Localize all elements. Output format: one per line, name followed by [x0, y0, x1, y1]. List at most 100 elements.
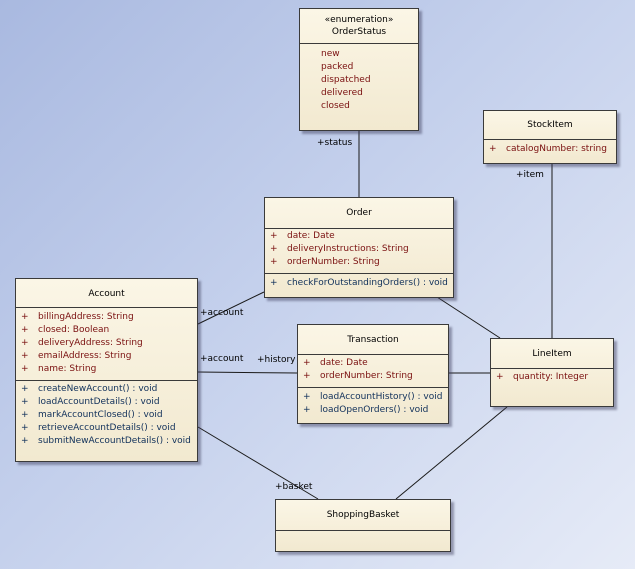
role-label-basket: +basket — [275, 482, 313, 492]
class-name: Transaction — [347, 335, 399, 345]
visibility-marker: + — [21, 436, 29, 446]
role-label-account-transaction: +account — [200, 354, 244, 364]
attribute-text: deliveryInstructions: String — [287, 244, 409, 254]
operation-text: loadOpenOrders() : void — [320, 405, 429, 415]
attribute-list: + date: Date + orderNumber: String — [298, 354, 448, 387]
visibility-marker: + — [21, 364, 29, 374]
class-order[interactable]: Order + date: Date + deliveryInstruction… — [264, 197, 454, 298]
role-label-item: +item — [516, 170, 544, 180]
operation-list: + loadAccountHistory() : void + loadOpen… — [298, 387, 448, 420]
attribute-list: + quantity: Integer — [491, 368, 613, 386]
operation-row: + checkForOutstandingOrders() : void — [270, 277, 448, 290]
attribute-row: + name: String — [21, 363, 192, 376]
attribute-row: + quantity: Integer — [496, 371, 608, 384]
attribute-text: closed: Boolean — [38, 325, 110, 335]
visibility-marker: + — [21, 410, 29, 420]
operation-text: submitNewAccountDetails() : void — [38, 436, 191, 446]
attribute-text: quantity: Integer — [513, 372, 589, 382]
link-order-lineitem — [436, 296, 501, 339]
attribute-row: + catalogNumber: string — [489, 143, 611, 156]
attribute-text: catalogNumber: string — [506, 144, 607, 154]
stereotype-label: «enumeration» — [324, 15, 394, 25]
visibility-marker: + — [21, 397, 29, 407]
attribute-list: + billingAddress: String + closed: Boole… — [16, 307, 197, 380]
operation-row: + retrieveAccountDetails() : void — [21, 422, 192, 435]
visibility-marker: + — [21, 423, 29, 433]
operation-list: + checkForOutstandingOrders() : void — [265, 273, 453, 293]
visibility-marker: + — [303, 371, 311, 381]
link-account-transaction — [197, 371, 298, 374]
class-transaction[interactable]: Transaction + date: Date + orderNumber: … — [297, 324, 449, 424]
enum-literal: dispatched — [321, 75, 371, 85]
visibility-marker: + — [303, 358, 311, 368]
class-stock-item[interactable]: StockItem + catalogNumber: string — [483, 110, 617, 164]
literal-list: new packed dispatched delivered closed — [300, 43, 418, 117]
visibility-marker: + — [303, 405, 311, 415]
visibility-marker: + — [270, 244, 278, 254]
link-lineitem-basket — [395, 406, 508, 500]
operation-row: + loadOpenOrders() : void — [303, 404, 443, 417]
operation-text: loadAccountHistory() : void — [320, 392, 443, 402]
attribute-text: deliveryAddress: String — [38, 338, 143, 348]
attribute-list: + catalogNumber: string — [484, 139, 616, 159]
attribute-text: date: Date — [287, 231, 335, 241]
class-name: Order — [346, 208, 372, 218]
attribute-text: orderNumber: String — [287, 257, 380, 267]
operation-text: loadAccountDetails() : void — [38, 397, 160, 407]
class-name: ShoppingBasket — [326, 510, 400, 520]
attribute-list: + date: Date + deliveryInstructions: Str… — [265, 228, 453, 273]
class-name: Account — [88, 289, 125, 299]
attribute-row: + orderNumber: String — [303, 370, 443, 383]
attribute-row: + date: Date — [270, 230, 448, 243]
attribute-row: + closed: Boolean — [21, 324, 192, 337]
visibility-marker: + — [21, 351, 29, 361]
attribute-text: billingAddress: String — [38, 312, 134, 322]
link-account-basket — [197, 426, 319, 500]
class-name: OrderStatus — [331, 27, 387, 37]
visibility-marker: + — [21, 312, 29, 322]
operation-row: + submitNewAccountDetails() : void — [21, 435, 192, 448]
visibility-marker: + — [489, 144, 497, 154]
class-name: LineItem — [532, 349, 572, 359]
class-order-status[interactable]: «enumeration» OrderStatus new packed dis… — [299, 8, 419, 131]
operation-list: + createNewAccount() : void + loadAccoun… — [16, 380, 197, 450]
operation-text: retrieveAccountDetails() : void — [38, 423, 176, 433]
enum-literal: new — [321, 49, 340, 59]
link-account-order — [197, 291, 265, 325]
attribute-row: + orderNumber: String — [270, 256, 448, 269]
enum-literal: closed — [321, 101, 350, 111]
operation-row: + loadAccountDetails() : void — [21, 396, 192, 409]
attribute-text: name: String — [38, 364, 97, 374]
enum-literal: delivered — [321, 88, 363, 98]
visibility-marker: + — [496, 372, 504, 382]
role-label-status: +status — [317, 138, 353, 148]
attribute-row: + deliveryAddress: String — [21, 337, 192, 350]
visibility-marker: + — [270, 278, 278, 288]
attribute-text: orderNumber: String — [320, 371, 413, 381]
visibility-marker: + — [303, 392, 311, 402]
role-label-account-order: +account — [200, 308, 244, 318]
enum-literal: packed — [321, 62, 354, 72]
operation-text: createNewAccount() : void — [38, 384, 158, 394]
attribute-row: + billingAddress: String — [21, 311, 192, 324]
visibility-marker: + — [21, 338, 29, 348]
operation-row: + createNewAccount() : void — [21, 383, 192, 396]
operation-row: + markAccountClosed() : void — [21, 409, 192, 422]
operation-text: markAccountClosed() : void — [38, 410, 163, 420]
attribute-text: emailAddress: String — [38, 351, 132, 361]
visibility-marker: + — [270, 257, 278, 267]
operation-row: + loadAccountHistory() : void — [303, 391, 443, 404]
visibility-marker: + — [21, 325, 29, 335]
attribute-row: + date: Date — [303, 357, 443, 370]
attribute-list — [276, 530, 450, 553]
attribute-row: + deliveryInstructions: String — [270, 243, 448, 256]
class-shopping-basket[interactable]: ShoppingBasket — [275, 499, 451, 552]
attribute-text: date: Date — [320, 358, 368, 368]
class-line-item[interactable]: LineItem + quantity: Integer — [490, 338, 614, 407]
operation-text: checkForOutstandingOrders() : void — [287, 278, 448, 288]
role-label-history: +history — [257, 355, 296, 365]
attribute-row: + emailAddress: String — [21, 350, 192, 363]
class-name: StockItem — [527, 120, 573, 130]
class-account[interactable]: Account + billingAddress: String + close… — [15, 278, 198, 462]
